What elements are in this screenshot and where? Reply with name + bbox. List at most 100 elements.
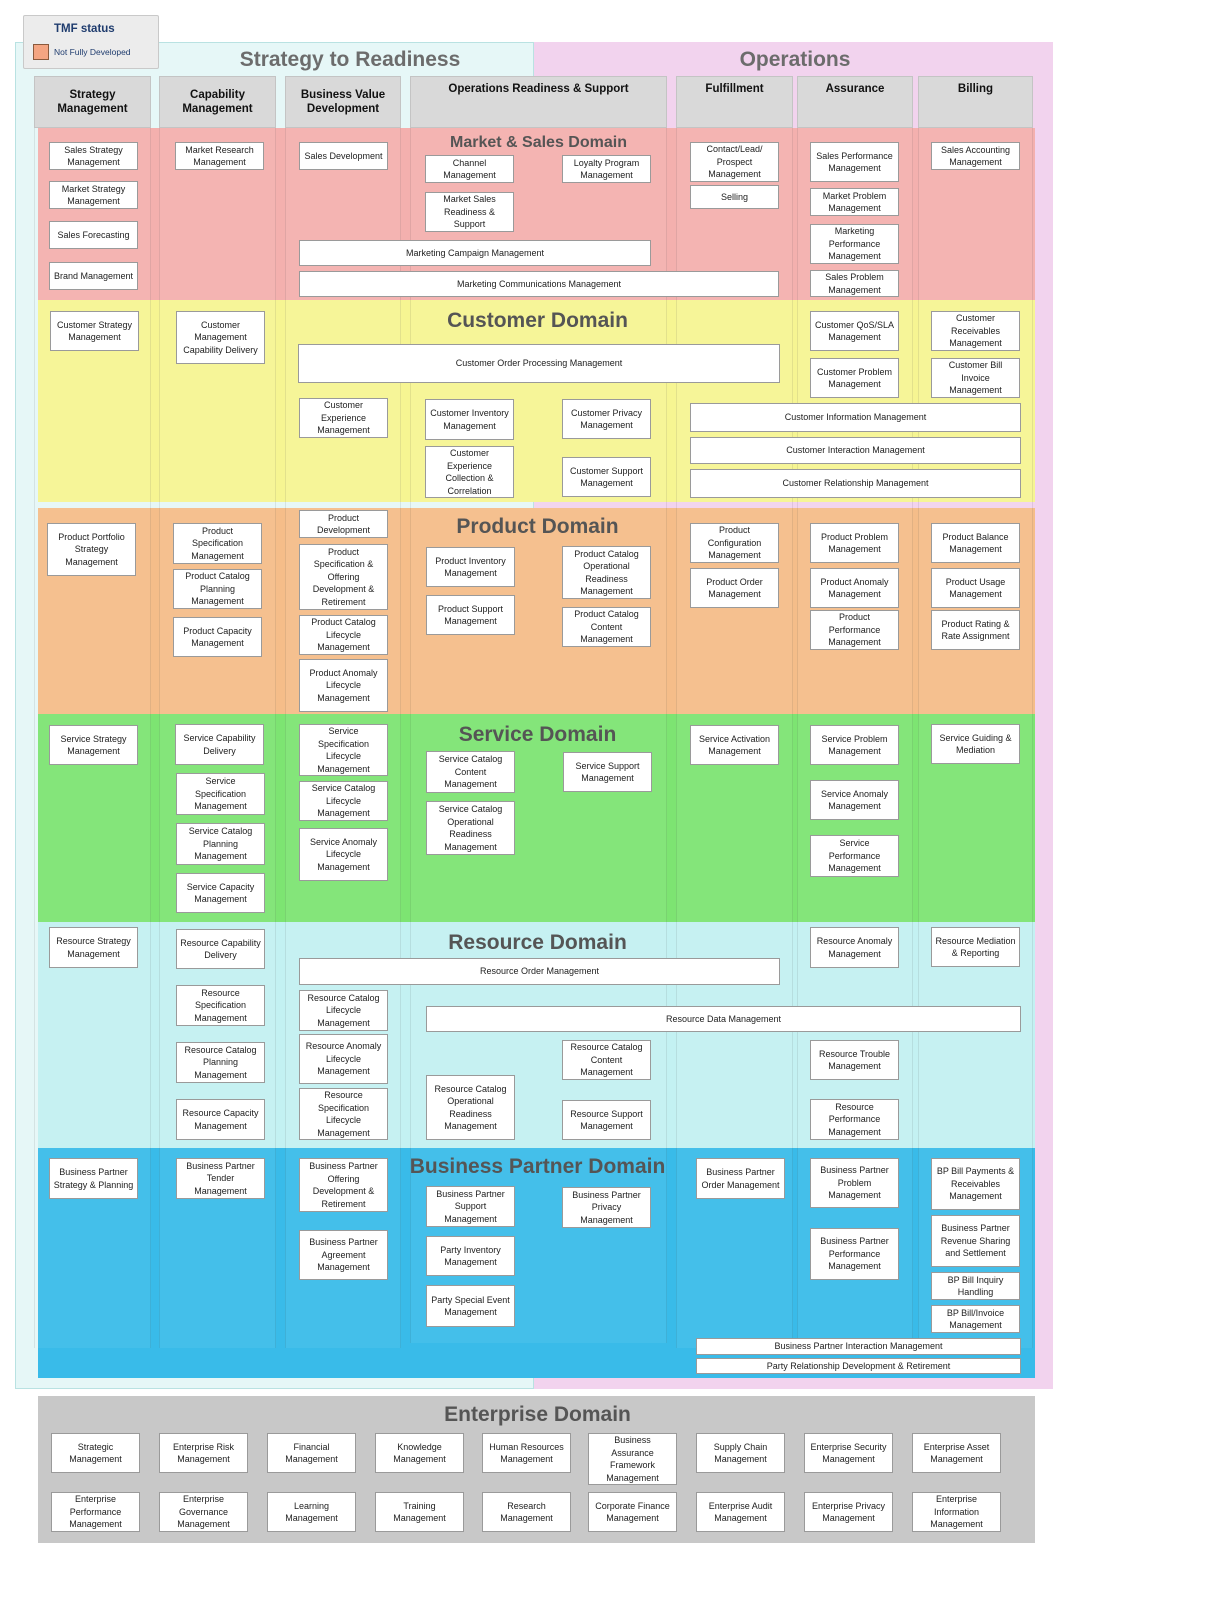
process-box[interactable]: BP Bill Payments & Receivables Managemen… (931, 1158, 1020, 1210)
process-box[interactable]: Resource Capacity Management (176, 1099, 265, 1140)
process-box[interactable]: Resource Anomaly Management (810, 927, 899, 968)
process-box[interactable]: Product Development (299, 510, 388, 538)
process-box[interactable]: Business Partner Order Management (696, 1158, 785, 1199)
process-box[interactable]: Product Capacity Management (173, 617, 262, 657)
process-box[interactable]: Resource Data Management (426, 1006, 1021, 1032)
process-box[interactable]: Product Catalog Planning Management (173, 569, 262, 609)
process-box[interactable]: Product Anomaly Management (810, 568, 899, 608)
process-box[interactable]: Resource Strategy Management (49, 927, 138, 968)
process-box[interactable]: Business Partner Problem Management (810, 1158, 899, 1208)
process-box[interactable]: Customer Experience Collection & Correla… (425, 446, 514, 498)
process-box[interactable]: Resource Specification Management (176, 985, 265, 1026)
process-box[interactable]: Service Anomaly Management (810, 780, 899, 820)
process-box[interactable]: Customer Inventory Management (425, 399, 514, 440)
process-box[interactable]: Service Performance Management (810, 835, 899, 877)
process-box[interactable]: Resource Catalog Operational Readiness M… (426, 1075, 515, 1140)
enterprise-box[interactable]: Training Management (375, 1492, 464, 1532)
enterprise-box[interactable]: Strategic Management (51, 1433, 140, 1473)
process-box[interactable]: Customer Privacy Management (562, 399, 651, 439)
process-box[interactable]: Party Special Event Management (426, 1285, 515, 1327)
process-box[interactable]: Customer Support Management (562, 457, 651, 497)
process-box[interactable]: Resource Specification Lifecycle Managem… (299, 1088, 388, 1140)
process-box[interactable]: Customer Order Processing Management (298, 344, 780, 383)
process-box[interactable]: Product Problem Management (810, 523, 899, 563)
enterprise-box[interactable]: Research Management (482, 1492, 571, 1532)
process-box[interactable]: Customer Information Management (690, 403, 1021, 432)
process-box[interactable]: Service Catalog Planning Management (176, 823, 265, 865)
enterprise-box[interactable]: Enterprise Performance Management (51, 1492, 140, 1532)
process-box[interactable]: Business Partner Offering Development & … (299, 1158, 388, 1212)
process-box[interactable]: Contact/Lead/ Prospect Management (690, 142, 779, 182)
process-box[interactable]: Sales Forecasting (49, 221, 138, 249)
process-box[interactable]: Service Specification Lifecycle Manageme… (299, 724, 388, 776)
process-box[interactable]: BP Bill/Invoice Management (931, 1305, 1020, 1333)
process-box[interactable]: Business Partner Support Management (426, 1186, 515, 1227)
enterprise-box[interactable]: Human Resources Management (482, 1433, 571, 1473)
process-box[interactable]: Customer Receivables Management (931, 311, 1020, 351)
process-box[interactable]: Loyalty Program Management (562, 155, 651, 183)
process-box[interactable]: Market Problem Management (810, 188, 899, 216)
process-box[interactable]: Resource Catalog Content Management (562, 1040, 651, 1080)
process-box[interactable]: Product Balance Management (931, 523, 1020, 563)
process-box[interactable]: Party Relationship Development & Retirem… (696, 1358, 1021, 1374)
process-box[interactable]: Marketing Campaign Management (299, 240, 651, 266)
enterprise-box[interactable]: Enterprise Governance Management (159, 1492, 248, 1532)
process-box[interactable]: Resource Order Management (299, 958, 780, 985)
process-box[interactable]: Marketing Performance Management (810, 224, 899, 264)
process-box[interactable]: BP Bill Inquiry Handling (931, 1272, 1020, 1300)
process-box[interactable]: Product Portfolio Strategy Management (47, 523, 136, 576)
process-box[interactable]: Product Rating & Rate Assignment (931, 610, 1020, 650)
process-box[interactable]: Market Research Management (175, 142, 264, 170)
enterprise-box[interactable]: Enterprise Audit Management (696, 1492, 785, 1532)
enterprise-box[interactable]: Enterprise Security Management (804, 1433, 893, 1473)
process-box[interactable]: Marketing Communications Management (299, 271, 779, 297)
process-box[interactable]: Resource Performance Management (810, 1099, 899, 1140)
process-box[interactable]: Service Strategy Management (49, 725, 138, 765)
process-box[interactable]: Business Partner Tender Management (176, 1158, 265, 1199)
process-box[interactable]: Resource Trouble Management (810, 1040, 899, 1080)
process-box[interactable]: Resource Catalog Lifecycle Management (299, 990, 388, 1031)
process-box[interactable]: Product Anomaly Lifecycle Management (299, 659, 388, 712)
process-box[interactable]: Business Partner Interaction Management (696, 1338, 1021, 1355)
process-box[interactable]: Business Partner Privacy Management (562, 1187, 651, 1228)
process-box[interactable]: Service Activation Management (690, 725, 779, 765)
enterprise-box[interactable]: Knowledge Management (375, 1433, 464, 1473)
process-box[interactable]: Customer Management Capability Delivery (176, 311, 265, 364)
process-box[interactable]: Product Catalog Content Management (562, 607, 651, 647)
process-box[interactable]: Sales Strategy Management (49, 142, 138, 170)
process-box[interactable]: Customer Bill Invoice Management (931, 358, 1020, 398)
process-box[interactable]: Customer Interaction Management (690, 437, 1021, 464)
process-box[interactable]: Product Order Management (690, 568, 779, 608)
process-box[interactable]: Service Capacity Management (176, 873, 265, 913)
process-box[interactable]: Service Catalog Operational Readiness Ma… (426, 801, 515, 855)
enterprise-box[interactable]: Enterprise Privacy Management (804, 1492, 893, 1532)
process-box[interactable]: Resource Mediation & Reporting (931, 927, 1020, 967)
process-box[interactable]: Business Partner Revenue Sharing and Set… (931, 1215, 1020, 1267)
process-box[interactable]: Product Specification & Offering Develop… (299, 544, 388, 610)
process-box[interactable]: Service Capability Delivery (175, 724, 264, 765)
process-box[interactable]: Sales Accounting Management (931, 142, 1020, 170)
enterprise-box[interactable]: Learning Management (267, 1492, 356, 1532)
process-box[interactable]: Product Specification Management (173, 523, 262, 564)
process-box[interactable]: Product Usage Management (931, 568, 1020, 608)
process-box[interactable]: Market Sales Readiness & Support (425, 192, 514, 232)
process-box[interactable]: Product Support Management (426, 595, 515, 635)
process-box[interactable]: Business Partner Agreement Management (299, 1230, 388, 1280)
enterprise-box[interactable]: Enterprise Risk Management (159, 1433, 248, 1473)
process-box[interactable]: Service Specification Management (176, 773, 265, 815)
process-box[interactable]: Market Strategy Management (49, 181, 138, 209)
process-box[interactable]: Product Configuration Management (690, 523, 779, 563)
process-box[interactable]: Business Partner Performance Management (810, 1228, 899, 1280)
process-box[interactable]: Channel Management (425, 155, 514, 183)
process-box[interactable]: Customer Strategy Management (50, 311, 139, 351)
enterprise-box[interactable]: Enterprise Asset Management (912, 1433, 1001, 1473)
process-box[interactable]: Selling (690, 185, 779, 209)
process-box[interactable]: Service Anomaly Lifecycle Management (299, 828, 388, 881)
process-box[interactable]: Resource Capability Delivery (176, 929, 265, 969)
process-box[interactable]: Product Inventory Management (426, 547, 515, 587)
enterprise-box[interactable]: Business Assurance Framework Management (588, 1433, 677, 1485)
process-box[interactable]: Product Performance Management (810, 610, 899, 650)
process-box[interactable]: Service Catalog Content Management (426, 751, 515, 793)
process-box[interactable]: Customer Problem Management (810, 358, 899, 398)
process-box[interactable]: Resource Catalog Planning Management (176, 1042, 265, 1083)
